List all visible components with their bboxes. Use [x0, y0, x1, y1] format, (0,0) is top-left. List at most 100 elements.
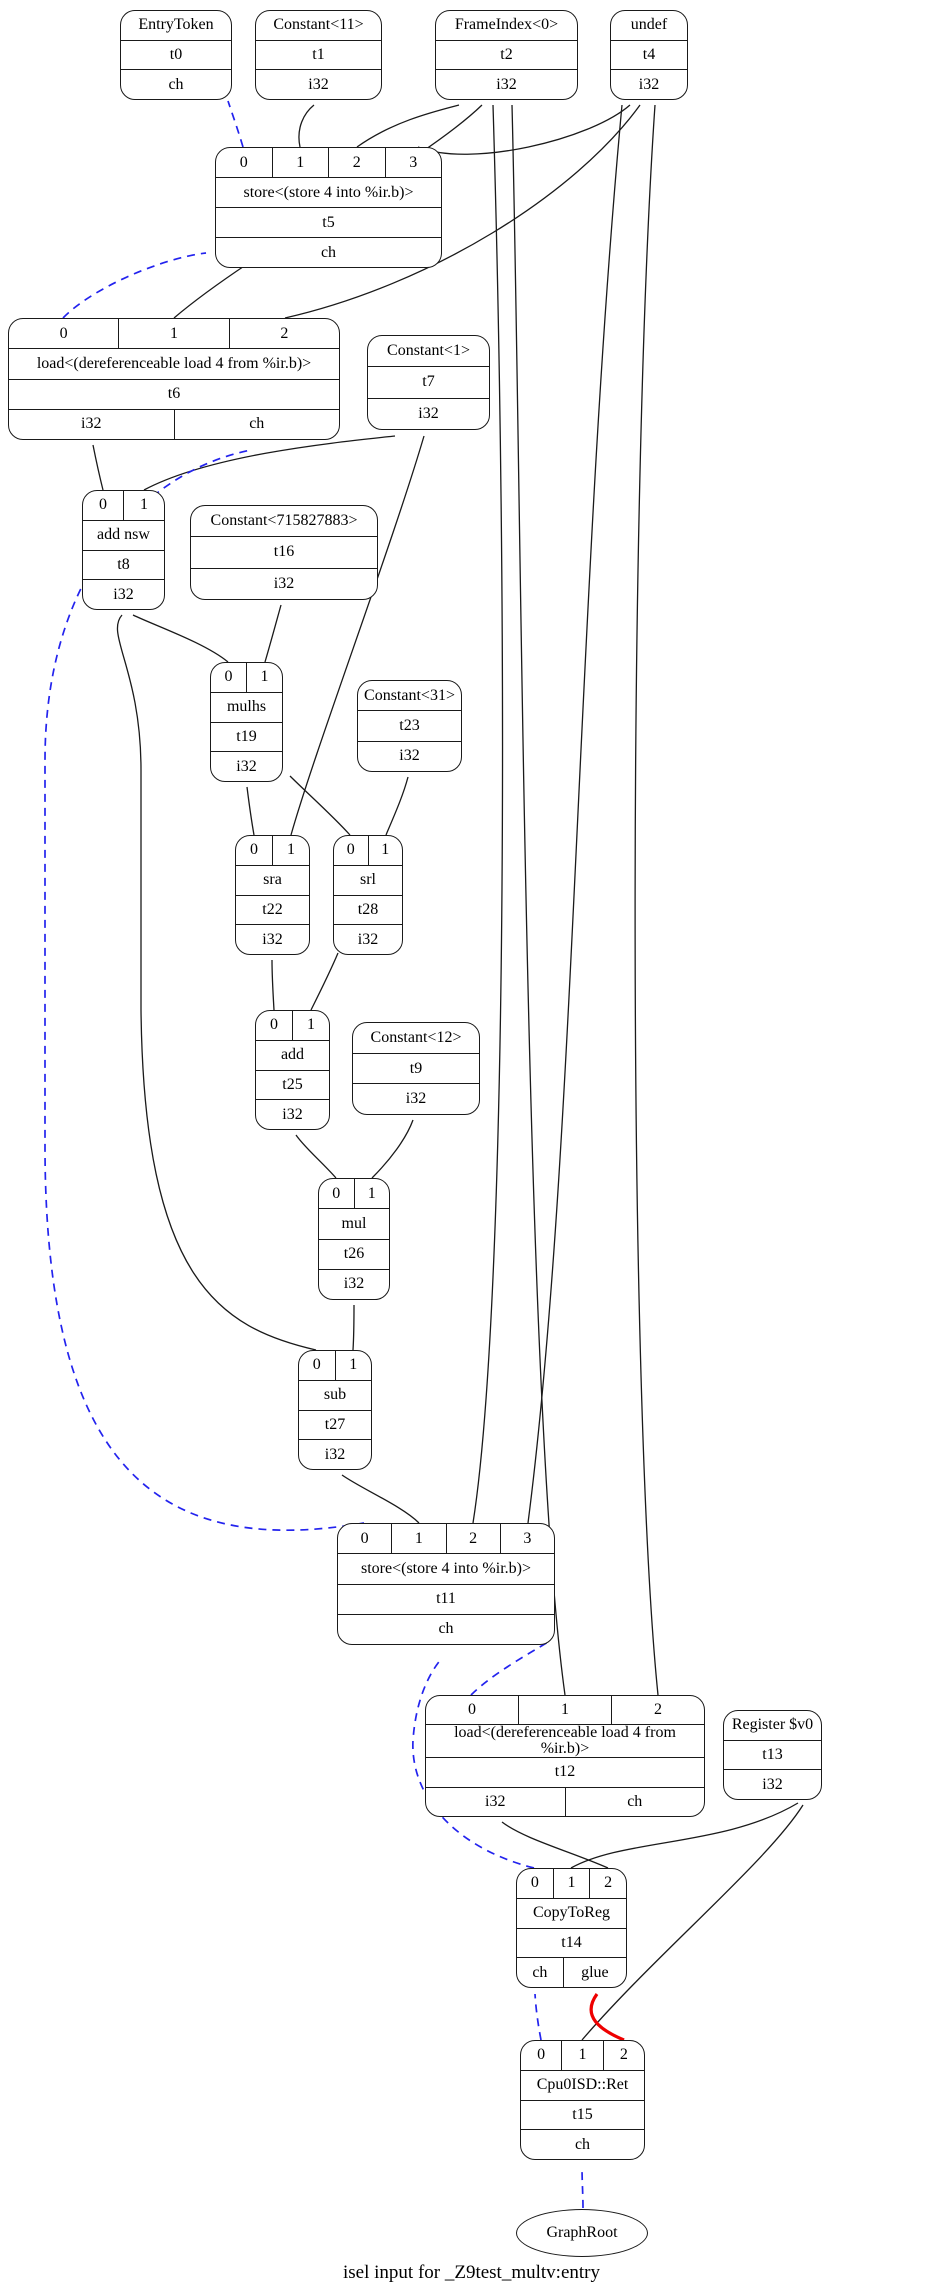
node-title: Register $v0 — [731, 1716, 814, 1734]
edge-t6-2-to-t4 — [284, 104, 641, 319]
node-entrytoken-t0: EntryToken t0 ch — [120, 10, 232, 100]
edge-t14-0-to-t11-chain — [412, 1657, 535, 1869]
edge-t8-1-to-t7 — [143, 435, 396, 491]
input-port-0: 0 — [537, 2046, 546, 2064]
input-ports: 0 1 — [83, 491, 164, 520]
input-port-0: 0 — [59, 324, 68, 342]
input-ports: 0 1 — [334, 836, 402, 865]
edge-t19-1-to-t16 — [264, 604, 282, 663]
input-port-0: 0 — [99, 496, 107, 514]
output-i32: i32 — [256, 69, 381, 99]
output-ch: ch — [173, 409, 340, 439]
input-port-0: 0 — [346, 841, 355, 859]
input-ports: 0 1 2 3 — [216, 148, 441, 177]
node-title: sub — [299, 1379, 371, 1410]
node-id: t11 — [338, 1583, 554, 1614]
output-i32: i32 — [191, 567, 377, 599]
edge-t15-0-to-t14-chain — [534, 1993, 542, 2041]
edge-t12-1-to-t2 — [511, 104, 566, 1696]
edge-t22-0-to-t19 — [246, 786, 255, 836]
edge-t15-2-to-t14-glue — [589, 1993, 625, 2042]
input-ports: 0 1 2 — [517, 1869, 626, 1898]
node-title: add — [256, 1039, 329, 1070]
edge-t28-1-to-t23 — [385, 776, 409, 836]
node-id: t19 — [211, 721, 282, 752]
node-title: Constant<11> — [273, 16, 364, 34]
edge-t11-2-to-t2 — [472, 104, 504, 1524]
node-id: t6 — [9, 378, 339, 409]
input-port-2: 2 — [589, 1869, 626, 1898]
node-title: load<(dereferenceable load 4 from %ir.b)… — [426, 1724, 704, 1757]
input-port-0: 0 — [250, 841, 258, 859]
edge-t19-0-to-t8 — [132, 614, 229, 663]
node-id: t8 — [83, 549, 164, 580]
node-add-t25: 0 1 add t25 i32 — [255, 1010, 330, 1130]
node-title: Constant<715827883> — [210, 512, 358, 530]
edge-t14-1-to-t13 — [570, 1802, 799, 1869]
input-ports: 0 1 — [299, 1351, 371, 1380]
edge-t6-0-to-t5-chain — [62, 252, 207, 319]
node-id: t9 — [353, 1052, 479, 1084]
input-port-0: 0 — [312, 1356, 321, 1374]
node-title: CopyToReg — [517, 1897, 626, 1928]
node-title: FrameIndex<0> — [454, 16, 559, 34]
node-id: t12 — [426, 1757, 704, 1786]
node-title: Constant<1> — [387, 342, 470, 360]
input-port-0: 0 — [360, 1529, 369, 1547]
input-port-2: 2 — [328, 148, 385, 177]
node-constant31-t23: Constant<31> t23 i32 — [357, 680, 462, 772]
node-srl-t28: 0 1 srl t28 i32 — [333, 835, 403, 955]
node-mulhs-t19: 0 1 mulhs t19 i32 — [210, 662, 283, 782]
input-port-0: 0 — [239, 153, 248, 171]
input-port-0: 0 — [224, 668, 233, 686]
node-title: store<(store 4 into %ir.b)> — [216, 177, 441, 207]
node-title: GraphRoot — [546, 2224, 618, 2241]
node-id: t1 — [256, 39, 381, 70]
input-port-0: 0 — [270, 1016, 278, 1034]
node-title: EntryToken — [138, 16, 214, 34]
node-register-v0-t13: Register $v0 t13 i32 — [723, 1710, 822, 1800]
input-port-1: 1 — [118, 319, 228, 349]
output-i32: i32 — [236, 924, 309, 954]
edge-t22-1-to-t7 — [290, 435, 425, 836]
edge-t11-0-to-t6-chain — [44, 449, 365, 1531]
node-id: t23 — [358, 710, 461, 740]
edge-t25-0-to-t22 — [271, 959, 275, 1011]
node-title: sra — [236, 864, 309, 895]
node-id: t22 — [236, 894, 309, 925]
input-port-0: 0 — [530, 1874, 539, 1892]
output-i32: i32 — [358, 740, 461, 771]
node-title: load<(dereferenceable load 4 from %ir.b)… — [9, 348, 339, 378]
input-port-1: 1 — [272, 836, 309, 865]
node-id: t7 — [368, 366, 489, 397]
input-port-1: 1 — [391, 1524, 445, 1554]
node-sub-t27: 0 1 sub t27 i32 — [298, 1350, 372, 1470]
input-port-1: 1 — [561, 2041, 602, 2070]
edge-t27-0-to-t8 — [116, 614, 317, 1351]
node-id: t13 — [724, 1739, 821, 1770]
node-mul-t26: 0 1 mul t26 i32 — [318, 1178, 390, 1300]
input-port-1: 1 — [518, 1696, 611, 1725]
node-id: t15 — [521, 2099, 644, 2130]
node-id: t26 — [319, 1238, 389, 1269]
output-i32: i32 — [611, 69, 687, 99]
input-port-1: 1 — [271, 148, 329, 177]
output-ch: ch — [121, 69, 231, 99]
node-id: t0 — [121, 39, 231, 70]
node-title: Constant<31> — [364, 686, 455, 704]
output-i32: i32 — [334, 924, 402, 954]
edge-t5-0-to-t0-chain — [227, 100, 244, 148]
edge-t25-1-to-t28 — [310, 952, 339, 1011]
output-glue: glue — [562, 1958, 626, 1987]
input-port-1: 1 — [123, 491, 164, 520]
input-port-1: 1 — [367, 836, 403, 865]
edge-t5-2-to-t2 — [356, 104, 460, 148]
node-id: t2 — [436, 39, 577, 70]
node-title: undef — [630, 16, 668, 34]
input-ports: 0 1 2 — [521, 2041, 644, 2070]
node-load-t6: 0 1 2 load<(dereferenceable load 4 from … — [8, 318, 340, 440]
input-port-2: 2 — [228, 319, 339, 349]
node-id: t14 — [517, 1927, 626, 1958]
output-ports: i32 ch — [426, 1786, 704, 1816]
